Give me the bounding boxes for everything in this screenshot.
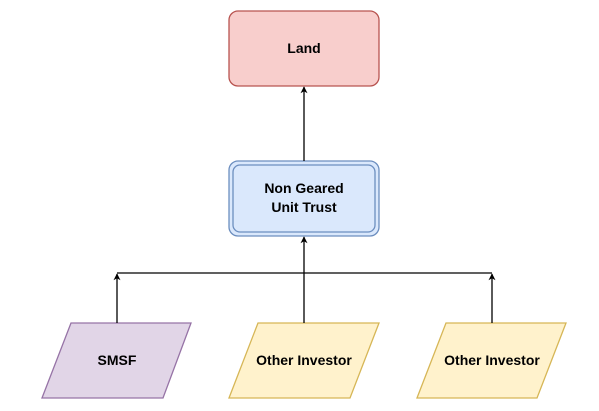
other-investor-1-parallelogram <box>228 322 380 399</box>
unit-trust-inner-border <box>232 164 376 233</box>
land-label: Land <box>287 40 320 56</box>
land-node[interactable]: Land <box>228 10 380 87</box>
other-investor-node-1[interactable]: Other Investor <box>228 322 380 399</box>
unit-trust-node[interactable]: Non Geared Unit Trust <box>228 160 380 237</box>
other-investor-node-2[interactable]: Other Investor <box>416 322 567 399</box>
connectors <box>113 86 496 323</box>
smsf-node[interactable]: SMSF <box>41 322 192 399</box>
other-investor-2-label: Other Investor <box>444 352 540 368</box>
unit-trust-label-line1: Non Geared <box>264 180 343 196</box>
other-investor-1-label: Other Investor <box>256 352 352 368</box>
unit-trust-label-line2: Unit Trust <box>271 199 337 215</box>
land-box <box>228 10 380 87</box>
smsf-parallelogram <box>41 322 192 399</box>
smsf-label: SMSF <box>98 352 137 368</box>
other-investor-2-parallelogram <box>416 322 567 399</box>
